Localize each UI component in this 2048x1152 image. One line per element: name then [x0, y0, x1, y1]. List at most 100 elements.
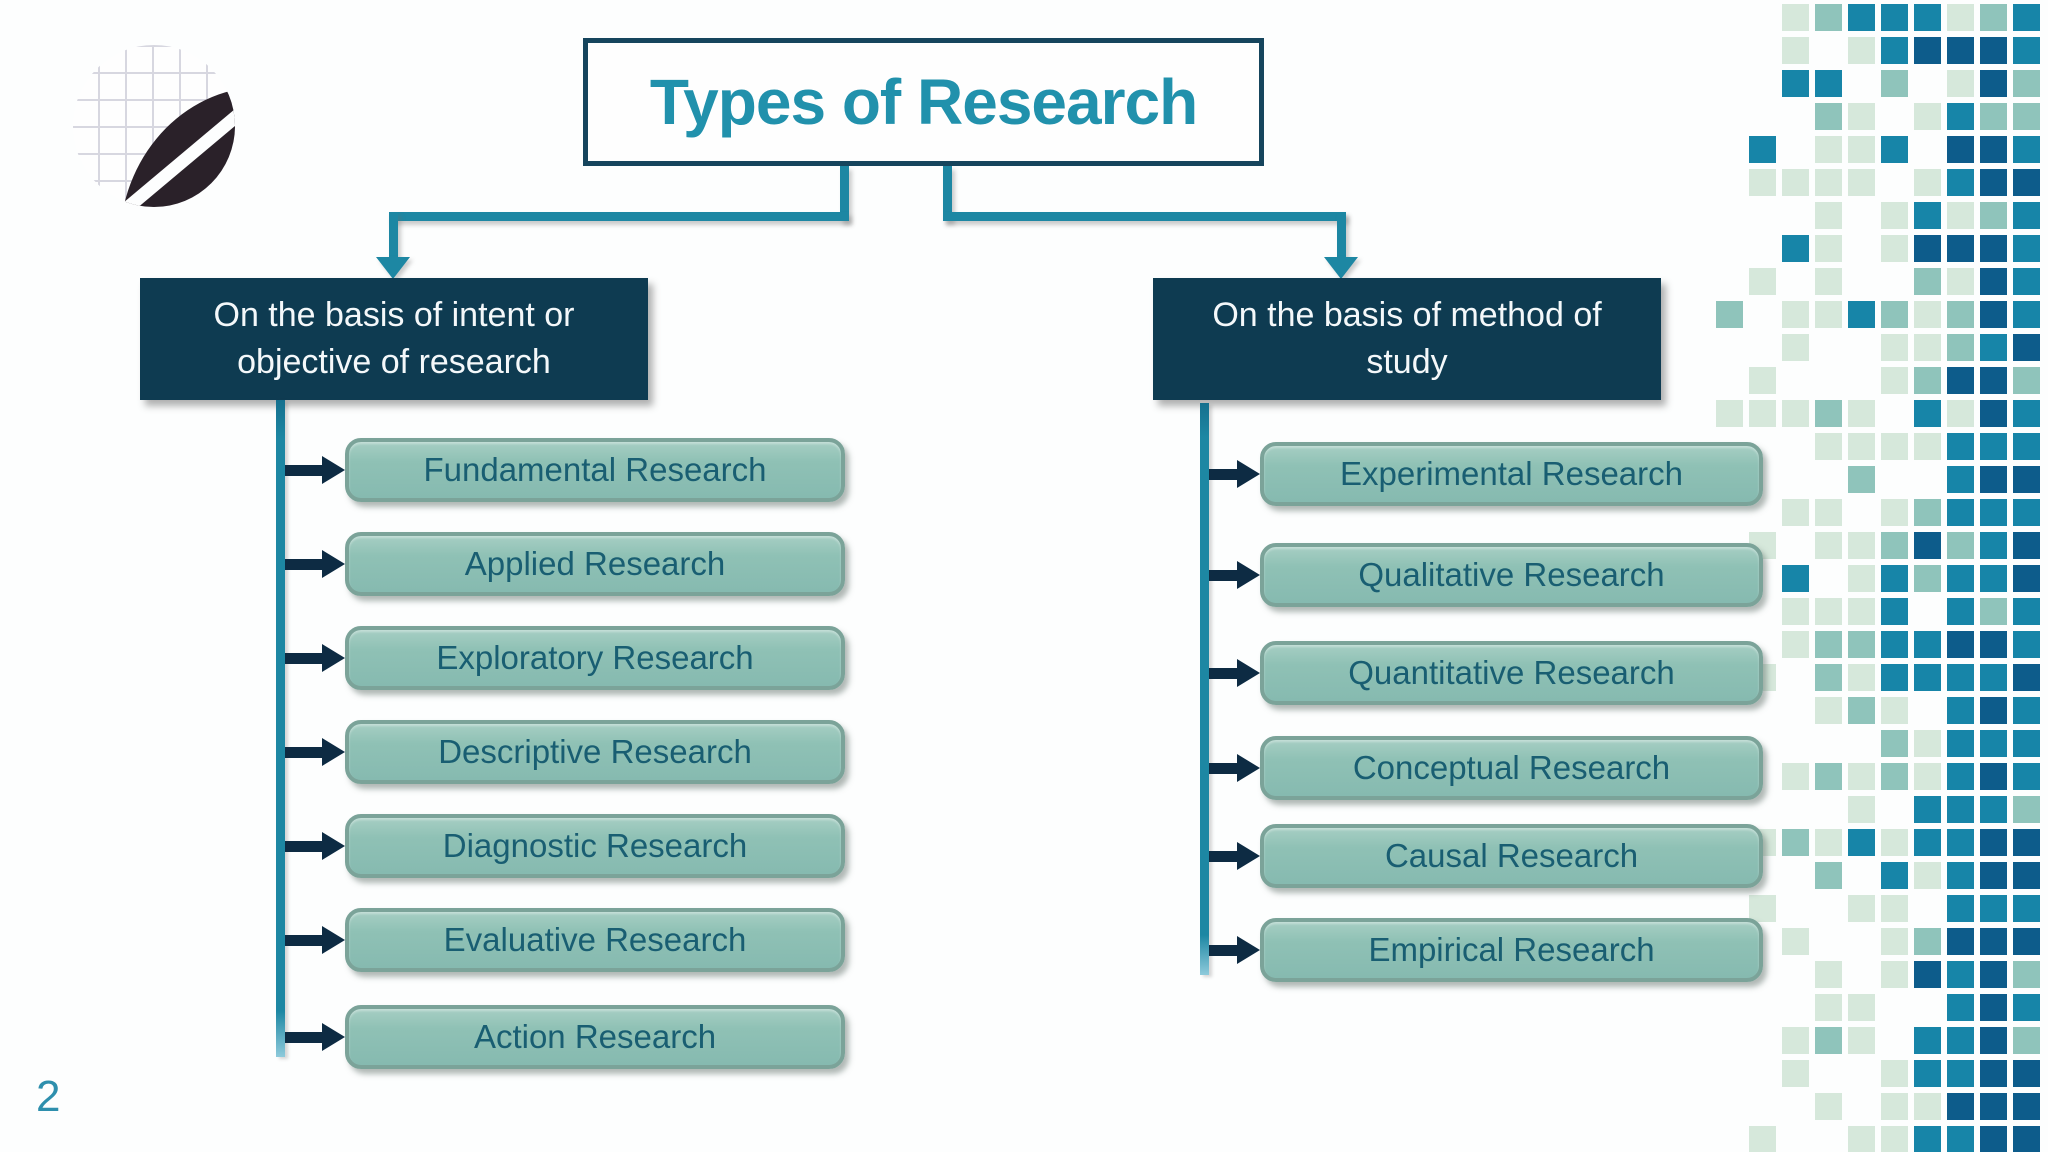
mosaic-square: [1881, 1126, 1908, 1152]
mosaic-square: [1881, 1060, 1908, 1087]
item-arrowhead: [1237, 754, 1260, 782]
mosaic-square: [1914, 961, 1941, 988]
mosaic-square: [1914, 334, 1941, 361]
mosaic-square: [1881, 235, 1908, 262]
tree-item: Quantitative Research: [1260, 641, 1763, 705]
mosaic-square: [1947, 961, 1974, 988]
mosaic-square: [1749, 400, 1776, 427]
mosaic-square: [1749, 895, 1776, 922]
mosaic-square: [1881, 598, 1908, 625]
tree-item: Qualitative Research: [1260, 543, 1763, 607]
mosaic-square: [1815, 4, 1842, 31]
mosaic-square: [1947, 631, 1974, 658]
mosaic-square: [2013, 367, 2040, 394]
mosaic-square: [1914, 367, 1941, 394]
mosaic-square: [1980, 961, 2007, 988]
mosaic-square: [2013, 895, 2040, 922]
mosaic-square: [1749, 367, 1776, 394]
mosaic-square: [1914, 1093, 1941, 1120]
mosaic-square: [1848, 400, 1875, 427]
mosaic-square: [1815, 598, 1842, 625]
mosaic-square: [1815, 862, 1842, 889]
mosaic-square: [1980, 169, 2007, 196]
mosaic-square: [1782, 70, 1809, 97]
connector-left-stem: [840, 166, 849, 221]
mosaic-square: [2013, 862, 2040, 889]
mosaic-square: [1782, 928, 1809, 955]
mosaic-square: [1848, 796, 1875, 823]
mosaic-square: [1815, 103, 1842, 130]
mosaic-square: [2013, 37, 2040, 64]
mosaic-square: [1947, 730, 1974, 757]
mosaic-square: [1881, 697, 1908, 724]
mosaic-square: [1914, 829, 1941, 856]
mosaic-square: [1914, 862, 1941, 889]
mosaic-square: [1749, 1126, 1776, 1152]
mosaic-square: [2013, 1126, 2040, 1152]
mosaic-square: [2013, 961, 2040, 988]
item-arrowhead: [1237, 460, 1260, 488]
mosaic-square: [1848, 994, 1875, 1021]
mosaic-square: [1914, 763, 1941, 790]
mosaic-square: [1881, 829, 1908, 856]
trunk-method: [1200, 403, 1209, 975]
mosaic-square: [1815, 400, 1842, 427]
mosaic-square: [1848, 631, 1875, 658]
item-arrowhead: [322, 738, 345, 766]
tree-item: Fundamental Research: [345, 438, 845, 502]
mosaic-square: [1914, 928, 1941, 955]
connector-right-arrowhead: [1324, 257, 1358, 279]
mosaic-square: [1980, 1093, 2007, 1120]
mosaic-square: [1914, 565, 1941, 592]
mosaic-square: [1749, 268, 1776, 295]
mosaic-square: [1980, 367, 2007, 394]
mosaic-square: [1848, 433, 1875, 460]
mosaic-square: [1881, 367, 1908, 394]
mosaic-square: [1848, 136, 1875, 163]
mosaic-square: [1947, 433, 1974, 460]
mosaic-square: [2013, 697, 2040, 724]
mosaic-square: [1782, 829, 1809, 856]
mosaic-square: [1980, 994, 2007, 1021]
mosaic-square: [1848, 532, 1875, 559]
mosaic-square: [2013, 334, 2040, 361]
mosaic-square: [2013, 433, 2040, 460]
mosaic-square: [1782, 763, 1809, 790]
mosaic-square: [1815, 1093, 1842, 1120]
header-intent: On the basis of intent or objective of r…: [140, 278, 648, 400]
mosaic-square: [1815, 631, 1842, 658]
mosaic-square: [1980, 268, 2007, 295]
mosaic-square: [1881, 70, 1908, 97]
mosaic-square: [2013, 103, 2040, 130]
mosaic-square: [1881, 499, 1908, 526]
mosaic-square: [1848, 697, 1875, 724]
mosaic-square: [1881, 730, 1908, 757]
mosaic-square: [2013, 928, 2040, 955]
mosaic-square: [1815, 697, 1842, 724]
item-arrow: [1209, 668, 1239, 679]
mosaic-square: [1815, 235, 1842, 262]
mosaic-square: [2013, 268, 2040, 295]
mosaic-square: [1980, 697, 2007, 724]
mosaic-square: [1947, 664, 1974, 691]
item-arrow: [285, 841, 324, 852]
mosaic-square: [1914, 499, 1941, 526]
mosaic-square: [1980, 862, 2007, 889]
mosaic-square: [1881, 532, 1908, 559]
connector-right-horizontal: [943, 212, 1346, 221]
mosaic-square: [1848, 895, 1875, 922]
item-arrow: [285, 1032, 324, 1043]
item-arrowhead: [322, 550, 345, 578]
trunk-intent: [276, 400, 285, 1057]
mosaic-square: [1815, 70, 1842, 97]
tree-item: Evaluative Research: [345, 908, 845, 972]
mosaic-square: [1980, 103, 2007, 130]
mosaic-square: [1980, 499, 2007, 526]
mosaic-square: [1815, 169, 1842, 196]
mosaic-square: [1815, 664, 1842, 691]
mosaic-square: [1947, 400, 1974, 427]
item-arrowhead: [1237, 842, 1260, 870]
mosaic-square: [2013, 631, 2040, 658]
mosaic-square: [1947, 1093, 1974, 1120]
